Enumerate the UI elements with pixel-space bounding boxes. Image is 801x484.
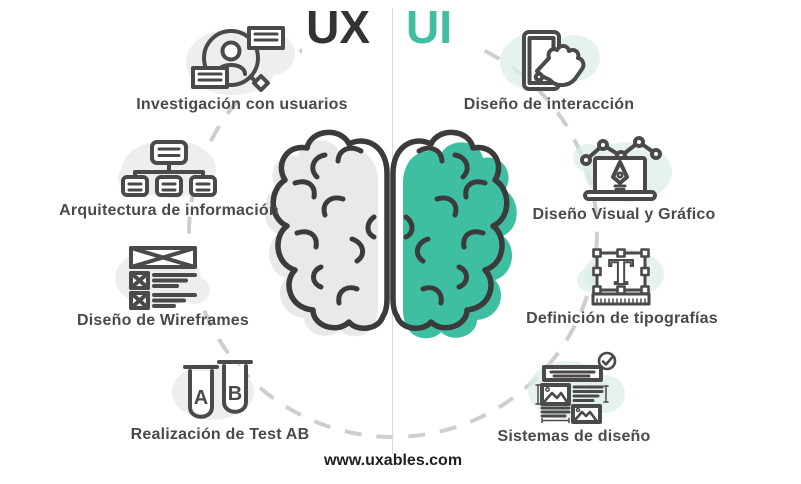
ux-item-label: Arquitectura de información [59, 202, 279, 219]
ab-test-tubes-icon: B A [171, 360, 254, 420]
ui-item-label: Diseño Visual y Gráfico [532, 206, 716, 223]
tube-a-label: A [193, 387, 207, 409]
ux-item-user-research: Investigación con usuarios [132, 26, 352, 114]
brain-right-gyri [403, 145, 488, 306]
ux-item-information-architecture: Arquitectura de información [59, 140, 279, 220]
user-research-magnifier-icon [186, 26, 295, 95]
typography-letter: T [608, 253, 633, 292]
typography-frame-icon: T [576, 248, 664, 306]
ui-item-label: Definición de tipografías [526, 310, 718, 327]
wireframe-icon [114, 246, 210, 310]
ui-heading: UI [406, 1, 452, 53]
ui-item-design-system: Sistemas de diseño [464, 351, 684, 446]
ui-item-interaction-design: Diseño de interacción [439, 30, 659, 114]
tube-b-label: B [227, 383, 241, 405]
laptop-pen-tool-icon [573, 136, 672, 202]
ux-heading: UX [306, 1, 370, 53]
ux-item-label: Diseño de Wireframes [77, 312, 249, 329]
touch-phone-icon [500, 30, 600, 91]
ux-item-label: Realización de Test AB [130, 426, 310, 443]
ui-item-label: Sistemas de diseño [497, 428, 651, 445]
website-url: www.uxables.com [323, 452, 463, 469]
ux-item-wireframes: Diseño de Wireframes [53, 246, 273, 330]
ui-item-label: Diseño de interacción [463, 96, 635, 113]
brain-left-gyri [292, 145, 377, 306]
split-brain-illustration [264, 129, 517, 339]
sitemap-icon [118, 140, 217, 198]
ui-item-visual-design: Diseño Visual y Gráfico [514, 136, 734, 224]
ui-item-typography: T Definición de tipografías [512, 248, 732, 328]
design-system-layout-icon [527, 351, 625, 424]
ux-item-ab-test: B A Realización de Test AB [110, 358, 330, 444]
brain-left-outline [270, 129, 390, 331]
brain-right-outline [390, 129, 510, 331]
ux-item-label: Investigación con usuarios [136, 96, 348, 113]
